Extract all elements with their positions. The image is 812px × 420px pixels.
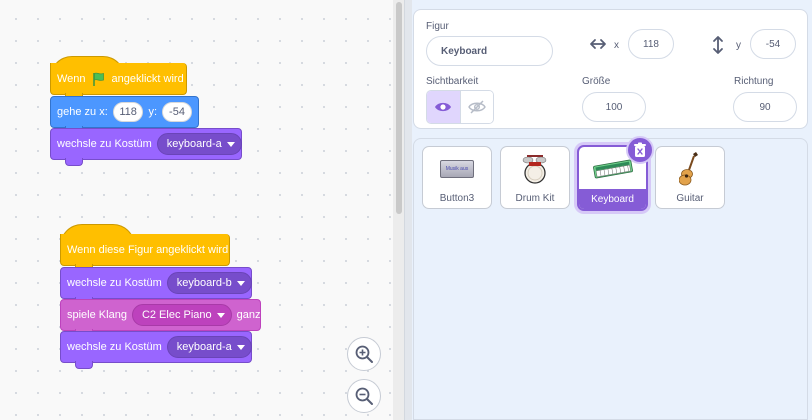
sprite-thumbnail	[656, 151, 724, 187]
eye-slash-icon	[468, 100, 486, 114]
zoom-in-icon	[355, 345, 373, 363]
vertical-arrows-icon	[711, 35, 725, 60]
costume-dropdown[interactable]: keyboard-b	[166, 272, 252, 294]
green-flag-icon	[91, 71, 107, 87]
sprite-name-label: Figur	[426, 21, 449, 32]
sprite-tile-guitar[interactable]: Guitar	[655, 146, 725, 209]
go-to-label: gehe zu x:	[57, 106, 108, 118]
costume-dropdown[interactable]: keyboard-a	[156, 133, 242, 155]
code-area[interactable]: Wenn angeklickt wird gehe zu x: 118 y: -…	[0, 0, 404, 420]
costume-dropdown[interactable]: keyboard-a	[166, 336, 252, 358]
hat-text: Wenn diese Figur angeklickt wird	[67, 243, 229, 256]
hat-text-before: Wenn	[57, 72, 86, 85]
when-sprite-clicked-block[interactable]: Wenn diese Figur angeklickt wird	[60, 234, 230, 272]
y-coordinate-input[interactable]: -54	[750, 29, 796, 59]
sprite-tile-button3[interactable]: Musik aus Button3	[422, 146, 492, 209]
sprite-thumbnail: Musik aus	[423, 151, 491, 187]
switch-costume-label: wechsle zu Kostüm	[57, 138, 152, 150]
hide-sprite-button[interactable]	[459, 91, 493, 123]
zoom-out-button[interactable]	[347, 379, 381, 413]
sprite-name: Drum Kit	[515, 192, 555, 204]
button3-thumbnail: Musik aus	[440, 160, 474, 178]
sound-dropdown[interactable]: C2 Elec Piano	[131, 304, 232, 326]
guitar-icon	[679, 152, 698, 186]
block-notch	[65, 158, 83, 166]
y-input[interactable]: -54	[162, 102, 192, 122]
visibility-toggle	[426, 90, 494, 124]
chevron-down-icon	[226, 141, 235, 147]
button3-thumb-text: Musik aus	[445, 166, 469, 172]
keyboard-icon	[592, 159, 633, 179]
x-coordinate-label: x	[614, 40, 619, 51]
costume-value: keyboard-a	[176, 341, 232, 353]
sound-value: C2 Elec Piano	[141, 309, 212, 321]
play-sound-until-done-block[interactable]: spiele Klang C2 Elec Piano ganz	[60, 299, 261, 337]
horizontal-arrows-icon	[589, 37, 607, 56]
switch-costume-block[interactable]: wechsle zu Kostüm keyboard-a	[50, 128, 242, 166]
chevron-down-icon	[236, 344, 245, 350]
direction-label: Richtung	[734, 76, 774, 87]
size-label: Größe	[582, 76, 611, 87]
sprite-name-input[interactable]: Keyboard	[426, 36, 553, 66]
costume-value: keyboard-a	[166, 138, 222, 150]
go-to-xy-block[interactable]: gehe zu x: 118 y: -54	[50, 96, 199, 134]
sprite-info-panel: Figur Keyboard x 118 y -54 Sichtbarkeit …	[413, 9, 808, 129]
zoom-in-button[interactable]	[347, 337, 381, 371]
drum-kit-icon	[522, 155, 547, 184]
x-input[interactable]: 118	[112, 102, 144, 122]
zoom-out-icon	[355, 387, 373, 405]
play-sound-label: spiele Klang	[67, 309, 127, 321]
sprite-name: Keyboard	[579, 189, 646, 209]
sprite-name: Guitar	[676, 192, 704, 204]
switch-costume-label: wechsle zu Kostüm	[67, 277, 162, 289]
sprite-list-panel: Musik aus Button3 Drum Kit	[413, 138, 808, 420]
sprite-thumbnail	[579, 151, 646, 187]
delete-sprite-button[interactable]	[626, 136, 654, 164]
direction-input[interactable]: 90	[733, 92, 797, 122]
trash-icon	[634, 142, 646, 157]
x-coordinate-input[interactable]: 118	[628, 29, 674, 59]
block-notch	[75, 361, 93, 369]
visibility-label: Sichtbarkeit	[426, 76, 479, 87]
chevron-down-icon	[216, 312, 225, 318]
sprite-tile-drum-kit[interactable]: Drum Kit	[500, 146, 570, 209]
switch-costume-block[interactable]: wechsle zu Kostüm keyboard-b	[60, 267, 252, 305]
costume-value: keyboard-b	[176, 277, 232, 289]
y-label: y:	[148, 106, 157, 118]
sprite-name: Button3	[439, 192, 475, 204]
switch-costume-block[interactable]: wechsle zu Kostüm keyboard-a	[60, 331, 252, 369]
switch-costume-label: wechsle zu Kostüm	[67, 341, 162, 353]
vertical-scrollbar-thumb[interactable]	[396, 2, 402, 214]
sprite-thumbnail	[501, 151, 569, 187]
size-input[interactable]: 100	[582, 92, 646, 122]
y-coordinate-label: y	[736, 40, 741, 51]
play-sound-suffix: ganz	[236, 309, 261, 321]
when-flag-clicked-block[interactable]: Wenn angeklickt wird	[50, 63, 187, 101]
chevron-down-icon	[236, 280, 245, 286]
eye-icon	[435, 102, 452, 112]
panel-divider	[404, 0, 412, 420]
hat-text-after: angeklickt wird	[111, 72, 184, 85]
show-sprite-button[interactable]	[427, 91, 460, 123]
